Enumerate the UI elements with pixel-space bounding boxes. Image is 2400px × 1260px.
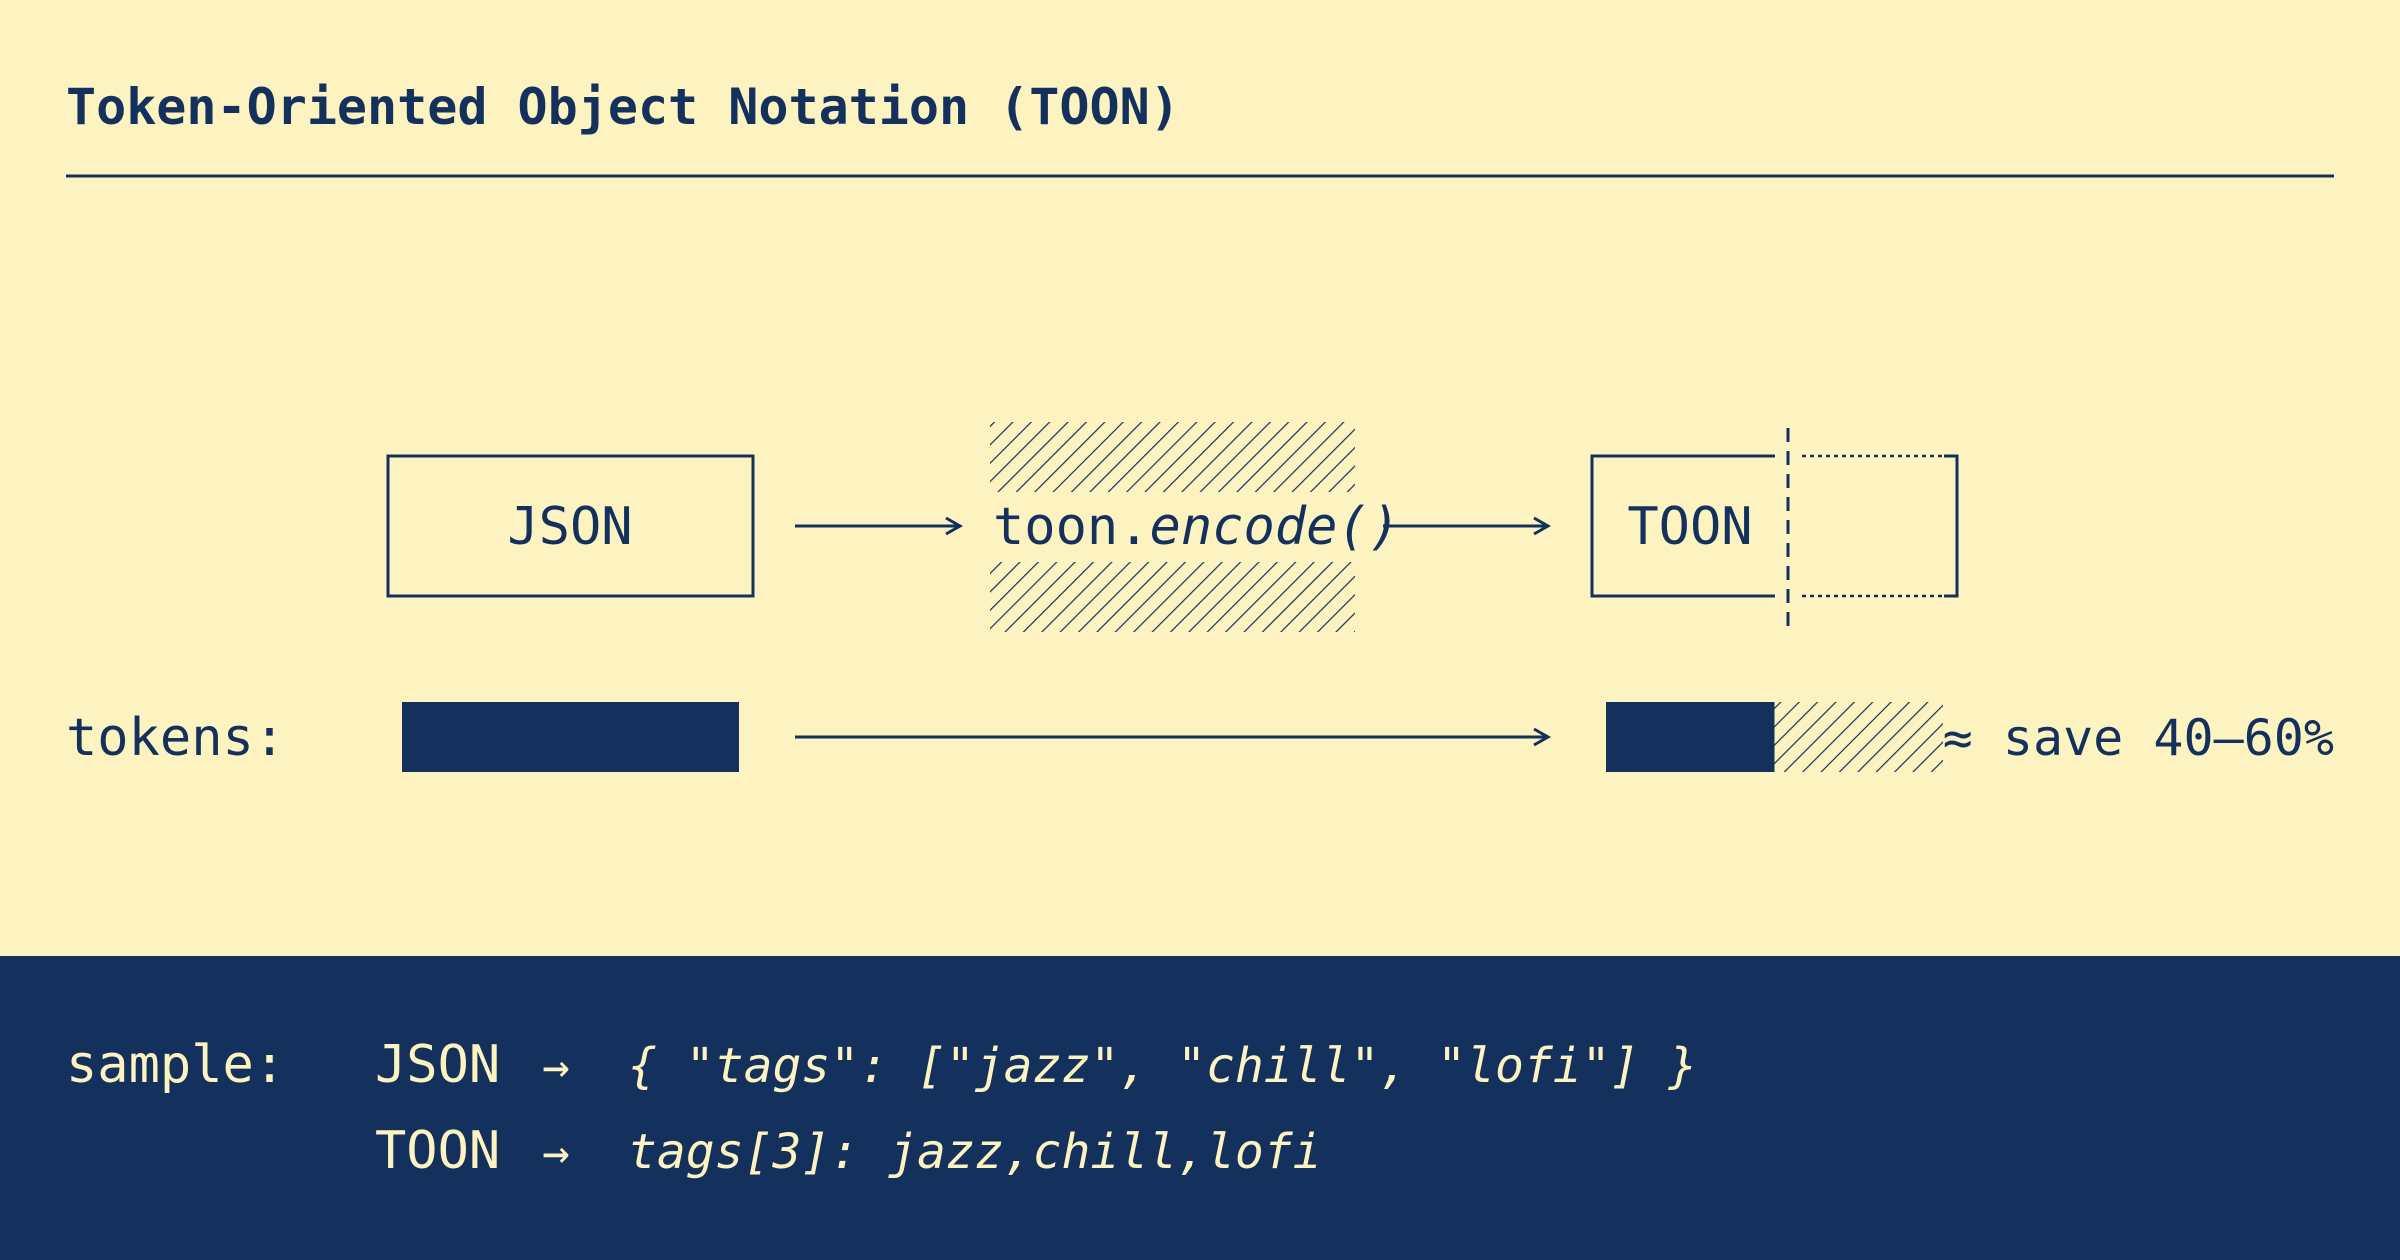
toon-box-dotted <box>1802 454 1959 598</box>
encoder-hatch-top <box>990 422 1355 492</box>
page-title: Token-Oriented Object Notation (TOON) <box>66 78 1180 136</box>
toon-box-solid <box>1590 454 1775 598</box>
arrow-json-to-encoder <box>795 516 964 536</box>
sample-row-toon-format: TOON <box>375 1121 500 1181</box>
json-token-bar <box>402 702 739 772</box>
encoder-hatch-bottom <box>990 562 1355 632</box>
encoder-label: toon.encode() <box>993 497 1400 557</box>
json-box <box>386 454 755 598</box>
sample-row-json-format: JSON <box>375 1035 500 1095</box>
arrow-tokens <box>795 727 1552 747</box>
json-box-label: JSON <box>507 497 632 557</box>
sample-row-json-code: { "tags": ["jazz", "chill", "lofi"] } <box>628 1038 1697 1094</box>
arrow-encoder-to-toon <box>1383 516 1552 536</box>
toon-box-label: TOON <box>1627 497 1752 557</box>
sample-row-toon-code: tags[3]: jazz,chill,lofi <box>628 1124 1322 1180</box>
sample-row-toon-arrow: → <box>542 1125 570 1179</box>
token-savings: ≈ save 40–60% <box>1943 709 2334 767</box>
encoder-object: toon. <box>993 497 1150 557</box>
encoder-method: encode() <box>1150 497 1400 557</box>
toon-token-bar <box>1606 702 1775 772</box>
sample-row-json-arrow: → <box>542 1039 570 1093</box>
sample-label: sample: <box>66 1035 285 1095</box>
tokens-label: tokens: <box>66 708 285 768</box>
sample-panel <box>0 956 2400 1260</box>
